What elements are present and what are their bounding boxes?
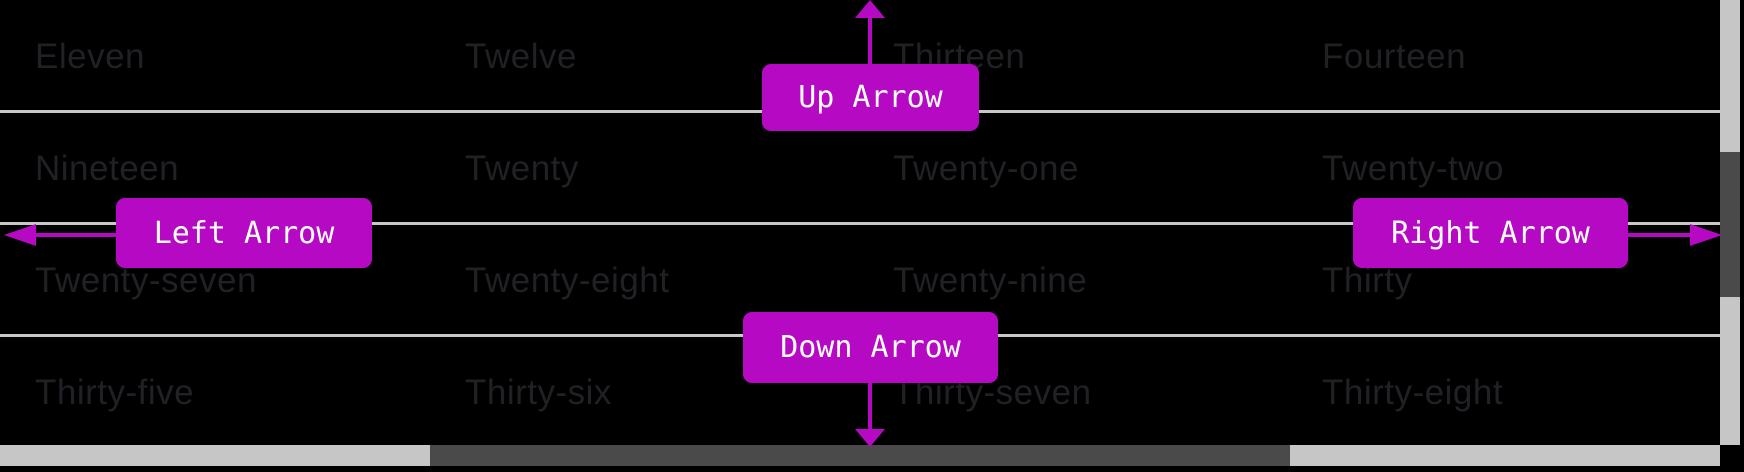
grid-cell: Fourteen [1322, 37, 1467, 76]
down-arrow-label-text: Down Arrow [780, 330, 961, 365]
grid-cell: Thirty-six [465, 373, 612, 412]
grid-cell: Nineteen [35, 149, 180, 188]
down-arrow-line [868, 383, 872, 431]
grid-cell: Thirty-eight [1322, 373, 1504, 412]
right-arrowhead-icon [1690, 224, 1722, 246]
vertical-scrollbar-thumb[interactable] [1720, 152, 1740, 297]
right-arrow-label: Right Arrow [1353, 198, 1628, 268]
grid-cell: Twenty-one [893, 149, 1079, 188]
grid-cell: Twenty-nine [893, 261, 1088, 300]
up-arrowhead-icon [855, 0, 885, 18]
grid-cell: Twelve [465, 37, 577, 76]
horizontal-scrollbar[interactable] [0, 445, 1720, 466]
grid-cell: Thirty-five [35, 373, 195, 412]
right-arrow-label-text: Right Arrow [1391, 215, 1590, 251]
row-separator [0, 222, 1720, 225]
grid-cell: Eleven [35, 37, 146, 76]
left-arrow-label: Left Arrow [116, 198, 372, 268]
down-arrow-label: Down Arrow [743, 312, 998, 383]
horizontal-scrollbar-thumb[interactable] [430, 445, 1290, 466]
grid-cell: Twenty [465, 149, 579, 188]
down-arrowhead-icon [855, 429, 885, 447]
left-arrow-label-text: Left Arrow [153, 215, 335, 251]
left-arrow-line [36, 233, 116, 237]
right-arrow-line [1628, 233, 1692, 237]
up-arrow-line [868, 8, 872, 65]
grid-cell: Twenty-two [1322, 149, 1504, 188]
left-arrowhead-icon [4, 224, 36, 246]
up-arrow-label-text: Up Arrow [798, 80, 943, 115]
up-arrow-label: Up Arrow [762, 64, 979, 131]
grid-cell: Twenty-eight [465, 261, 670, 300]
vertical-scrollbar[interactable] [1720, 0, 1740, 445]
